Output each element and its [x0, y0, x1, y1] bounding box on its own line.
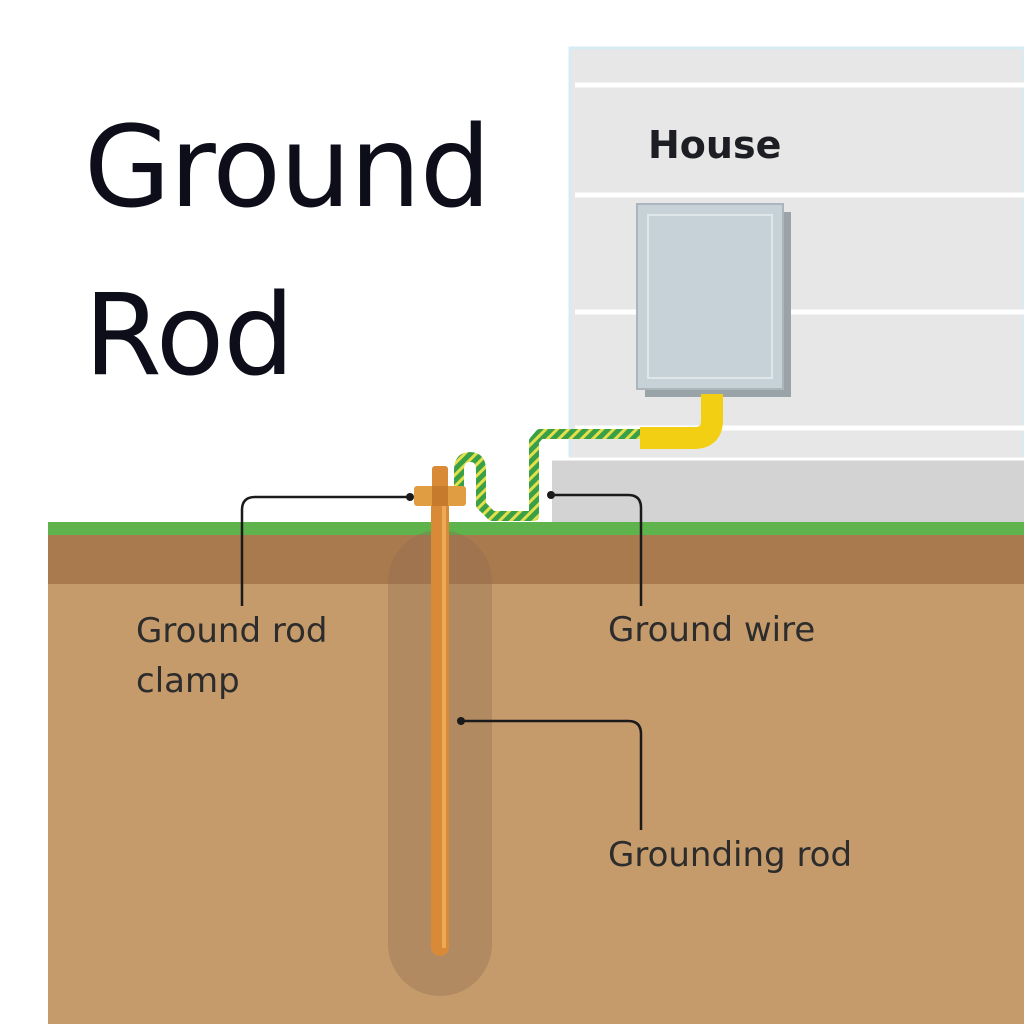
meter-box	[636, 203, 791, 397]
conduit	[640, 394, 723, 449]
ground-rod-clamp	[414, 466, 466, 506]
callout-leaders	[240, 493, 643, 830]
callout-dots	[406, 491, 555, 725]
soil	[48, 582, 1024, 1024]
grass	[48, 522, 1024, 535]
clamp-label-line-2: clamp	[136, 661, 240, 701]
title-line-1: Ground	[84, 103, 491, 233]
ground-wire-label: Ground wire	[608, 610, 816, 650]
clamp-leader	[240, 495, 408, 606]
title-line-2: Rod	[84, 271, 294, 401]
grounding-rod	[431, 492, 449, 956]
grounding-rod-label: Grounding rod	[608, 835, 853, 875]
house-label: House	[648, 123, 782, 167]
house-foundation	[552, 458, 1024, 528]
ground	[48, 522, 1024, 1024]
clamp-label: Ground rod clamp	[136, 606, 327, 706]
wire-leader	[551, 493, 643, 606]
topsoil	[48, 532, 1024, 584]
clamp-label-line-1: Ground rod	[136, 611, 328, 651]
rod-leader	[461, 719, 643, 830]
ground-wire-path	[454, 429, 640, 521]
